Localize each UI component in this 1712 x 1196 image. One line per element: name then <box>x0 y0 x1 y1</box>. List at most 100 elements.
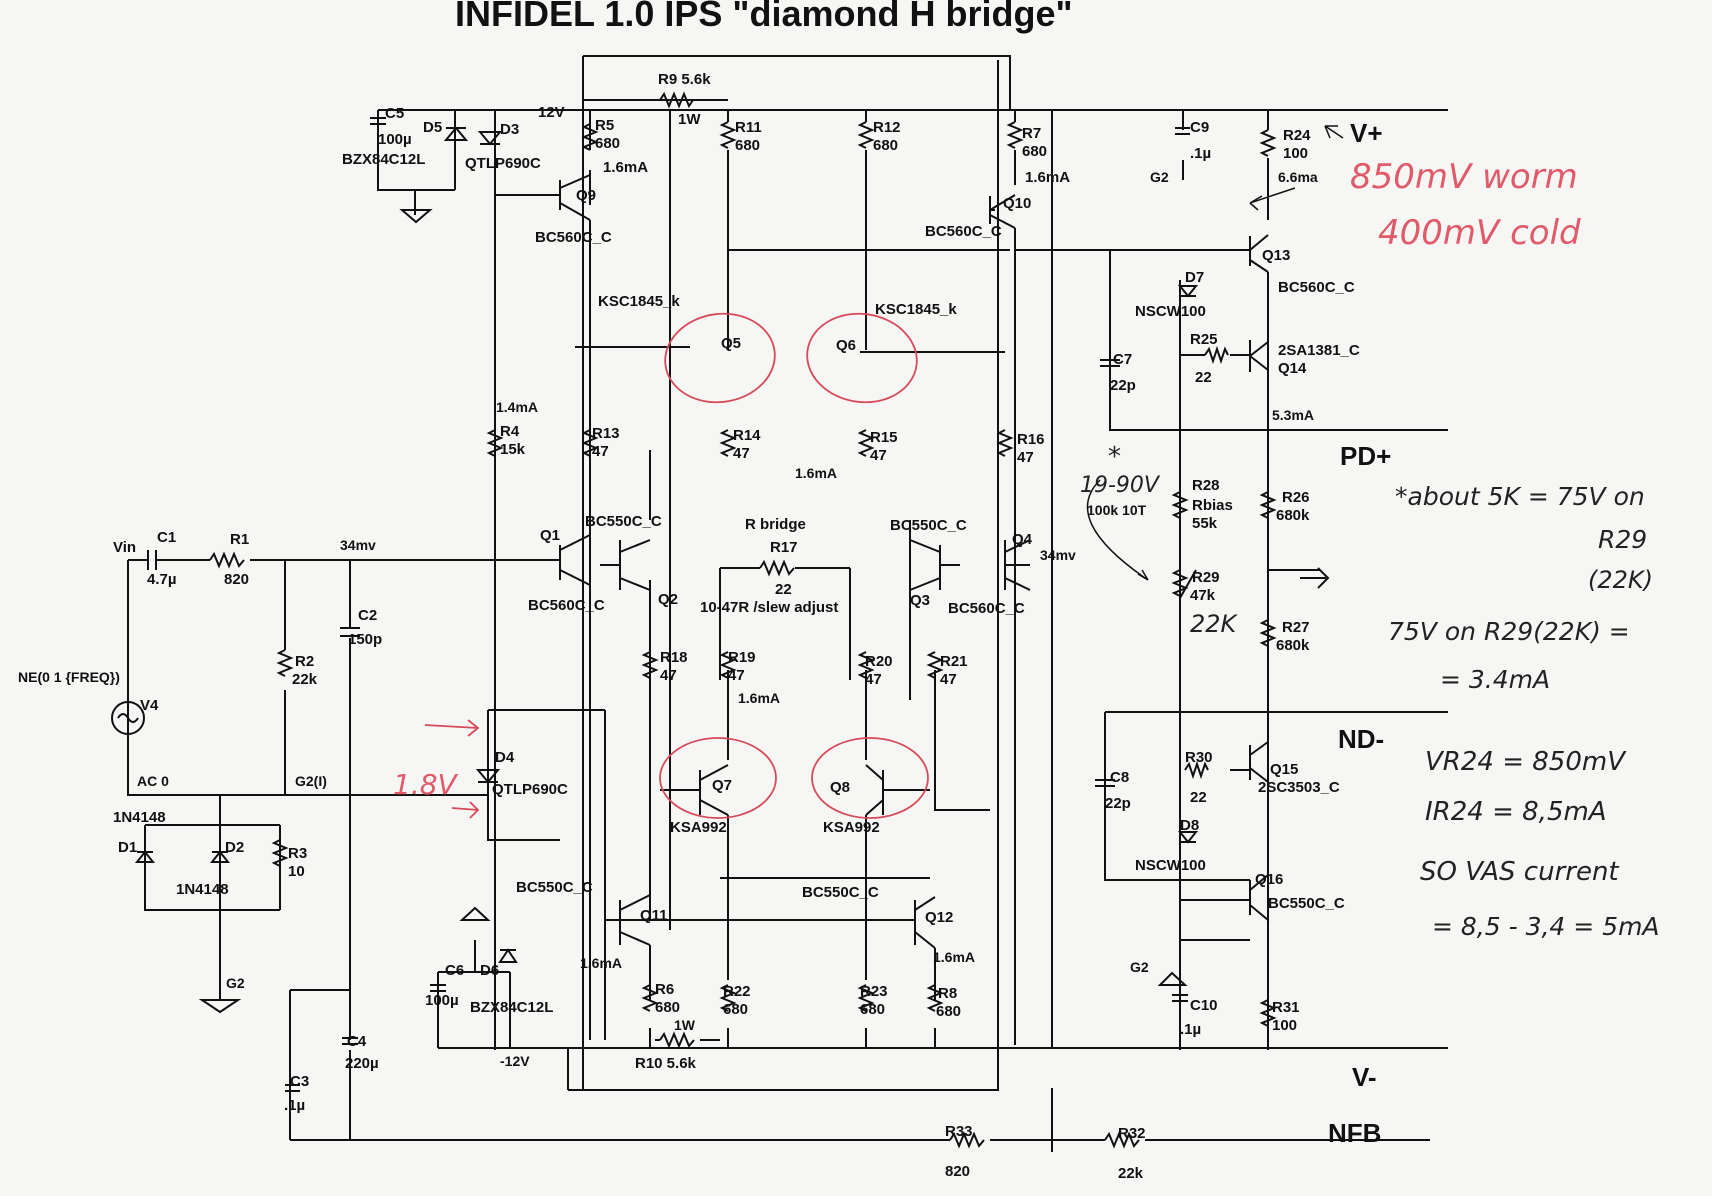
note-line-8: SO VAS current <box>1420 857 1619 887</box>
label-r2: R2 <box>295 653 314 670</box>
label-ac0: AC 0 <box>137 773 169 789</box>
label-r20: R20 <box>865 653 893 670</box>
label-r15: R15 <box>870 429 898 446</box>
label-r30: R30 <box>1185 749 1213 766</box>
label-q13: Q13 <box>1262 247 1290 264</box>
label-current-6: 1.6mA <box>795 465 837 481</box>
label-current-3: 6.6ma <box>1278 169 1318 185</box>
label-q4-part: BC560C_C <box>948 600 1025 617</box>
label-r8: R8 <box>938 985 957 1002</box>
label-d7-part: NSCW100 <box>1135 303 1206 320</box>
label-r2-value: 22k <box>292 671 318 688</box>
label-q9-part: BC560C_C <box>535 229 612 246</box>
label-r22-value: 680 <box>723 1001 748 1018</box>
label-r28-value: 55k <box>1192 515 1218 532</box>
label-d2: D2 <box>225 839 244 856</box>
label-d1: D1 <box>118 839 137 856</box>
resistors <box>209 91 1277 1149</box>
rail-nfb: NFB <box>1328 1118 1381 1148</box>
note-line-1: *about 5K = 75V on <box>1395 482 1645 511</box>
label-c3-value: .1µ <box>284 1097 305 1114</box>
label-c7: C7 <box>1113 351 1132 368</box>
label-c5: C5 <box>385 105 404 122</box>
label-r19-value: 47 <box>728 667 745 684</box>
label-r4: R4 <box>500 423 520 440</box>
label-q15: Q15 <box>1270 761 1298 778</box>
note-line-9: = 8,5 - 3,4 = 5mA <box>1432 912 1660 941</box>
label-q11: Q11 <box>640 907 668 924</box>
label-c6: C6 <box>445 962 464 979</box>
label-d5: D5 <box>423 119 442 136</box>
label-r31-value: 100 <box>1272 1017 1297 1034</box>
note-line-4: 75V on R29(22K) = <box>1388 617 1630 646</box>
label-r6: R6 <box>655 981 674 998</box>
label-r17-value: 22 <box>775 581 792 598</box>
passive-symbols <box>111 117 1199 1092</box>
label-r9: R9 5.6k <box>658 71 711 88</box>
label-c10: C10 <box>1190 997 1218 1014</box>
label-r6-value: 680 <box>655 999 680 1016</box>
label-r13: R13 <box>592 425 620 442</box>
label-r4-value: 15k <box>500 441 526 458</box>
label-noise-source: NE(0 1 {FREQ}) <box>18 669 120 685</box>
label-q16: Q16 <box>1255 871 1283 888</box>
label-d3: D3 <box>500 121 519 138</box>
note-1-8v: 1.8V <box>393 768 459 801</box>
label-r1-value: 820 <box>224 571 249 588</box>
handwritten-notes: 850mV worm 400mV cold * 19-90V 22K 1.8V … <box>393 157 1660 941</box>
label-r7: R7 <box>1022 125 1041 142</box>
label-r28: R28 <box>1192 477 1220 494</box>
label-q2: Q2 <box>658 591 678 608</box>
note-line-3: (22K) <box>1588 566 1653 594</box>
label-r33-value: 820 <box>945 1163 970 1180</box>
label-r31: R31 <box>1272 999 1300 1016</box>
label-current-5: 1.4mA <box>496 399 538 415</box>
label-mv-1: 34mv <box>340 537 376 553</box>
label-c3: C3 <box>290 1073 309 1090</box>
rail-vplus: V+ <box>1350 118 1383 148</box>
label-r22: R22 <box>723 983 751 1000</box>
label-r24: R24 <box>1283 127 1311 144</box>
label-q16-part: BC550C_C <box>1268 895 1345 912</box>
label-c2: C2 <box>358 607 377 624</box>
label-r18-value: 47 <box>660 667 677 684</box>
label-d4-part: QTLP690C <box>492 781 568 798</box>
label-g2-mid: G2 <box>226 975 245 991</box>
label-r18: R18 <box>660 649 688 666</box>
label-r26: R26 <box>1282 489 1310 506</box>
label-c10-value: .1µ <box>1180 1021 1201 1038</box>
rail-vminus: V- <box>1352 1062 1377 1092</box>
label-r27: R27 <box>1282 619 1310 636</box>
label-r3: R3 <box>288 845 307 862</box>
label-c4: C4 <box>347 1033 367 1050</box>
label-g2-bottom: G2 <box>1130 959 1149 975</box>
note-line-7: IR24 = 8,5mA <box>1425 797 1607 827</box>
label-r28-part: 100k 10T <box>1087 502 1147 518</box>
label-g2-top: G2 <box>1150 169 1169 185</box>
label-r33: R33 <box>945 1123 973 1140</box>
label-minus-12v: -12V <box>500 1053 530 1069</box>
label-c1-value: 4.7µ <box>147 571 177 588</box>
label-current-1: 1.6mA <box>603 159 648 176</box>
label-q15-part: 2SC3503_C <box>1258 779 1340 796</box>
label-r27-value: 680k <box>1276 637 1310 654</box>
label-c4-value: 220µ <box>345 1055 379 1072</box>
label-r26-value: 680k <box>1276 507 1310 524</box>
label-r28-bias: Rbias <box>1192 497 1233 514</box>
label-r16-value: 47 <box>1017 449 1034 466</box>
label-q1-part: BC550C_C <box>585 513 662 530</box>
label-r10-w: 1W <box>674 1017 696 1033</box>
label-d3-part: QTLP690C <box>465 155 541 172</box>
label-r-bridge: R bridge <box>745 516 806 533</box>
label-d6-part: BZX84C12L <box>470 999 553 1016</box>
diagram-title: INFIDEL 1.0 IPS "diamond H bridge" <box>455 0 1073 34</box>
note-19-90v: 19-90V <box>1080 473 1161 498</box>
label-q12-part: BC550C_C <box>802 884 879 901</box>
label-r25: R25 <box>1190 331 1218 348</box>
label-q6-part: KSC1845_k <box>875 301 957 318</box>
note-line-6: VR24 = 850mV <box>1425 747 1627 777</box>
note-warm: 850mV worm <box>1350 157 1578 197</box>
label-q8: Q8 <box>830 779 850 796</box>
label-c8: C8 <box>1110 769 1129 786</box>
